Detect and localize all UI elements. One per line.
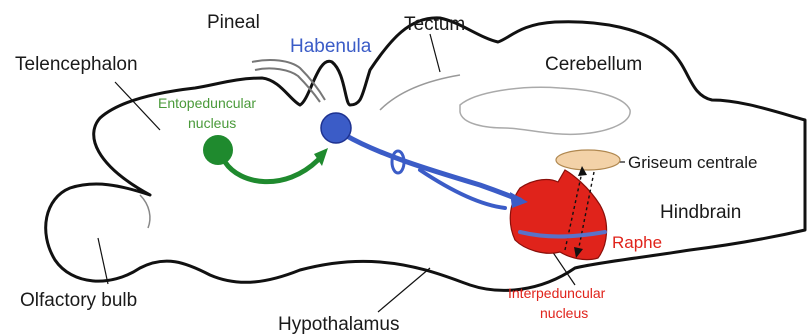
griseum-label: Griseum centrale [628,153,757,172]
habenula-label: Habenula [290,36,372,57]
entopeduncular-label: Entopeduncular [158,95,256,111]
cerebellum-label: Cerebellum [545,54,642,75]
tectum-leader [430,34,440,72]
pineal-label: Pineal [207,12,260,33]
tectum-boundary [380,75,460,110]
tectum-label: Tectum [404,14,465,35]
griseum-centrale-shape [556,150,620,170]
entopeduncular-nucleus-label: nucleus [188,115,236,131]
entopeduncular-node [203,135,233,165]
telencephalon-olfactory-border [140,195,150,228]
raphe-label: Raphe [612,233,662,252]
hypothalamus-label: Hypothalamus [278,314,399,335]
entopeduncular-projection [225,160,318,182]
interpeduncular-label: Interpeduncular [508,285,606,301]
olfactory-bulb-label: Olfactory bulb [20,290,137,311]
habenula-node [321,113,351,143]
olfactory-leader [98,238,108,284]
interpeduncular-nucleus-label: nucleus [540,305,588,321]
telencephalon-label: Telencephalon [15,54,138,75]
raphe-interpeduncular-shape [510,170,606,260]
habenula-projection [345,135,520,200]
cerebellum-inner-outline [460,87,630,134]
hypothalamus-leader [378,268,430,312]
hindbrain-label: Hindbrain [660,202,741,223]
